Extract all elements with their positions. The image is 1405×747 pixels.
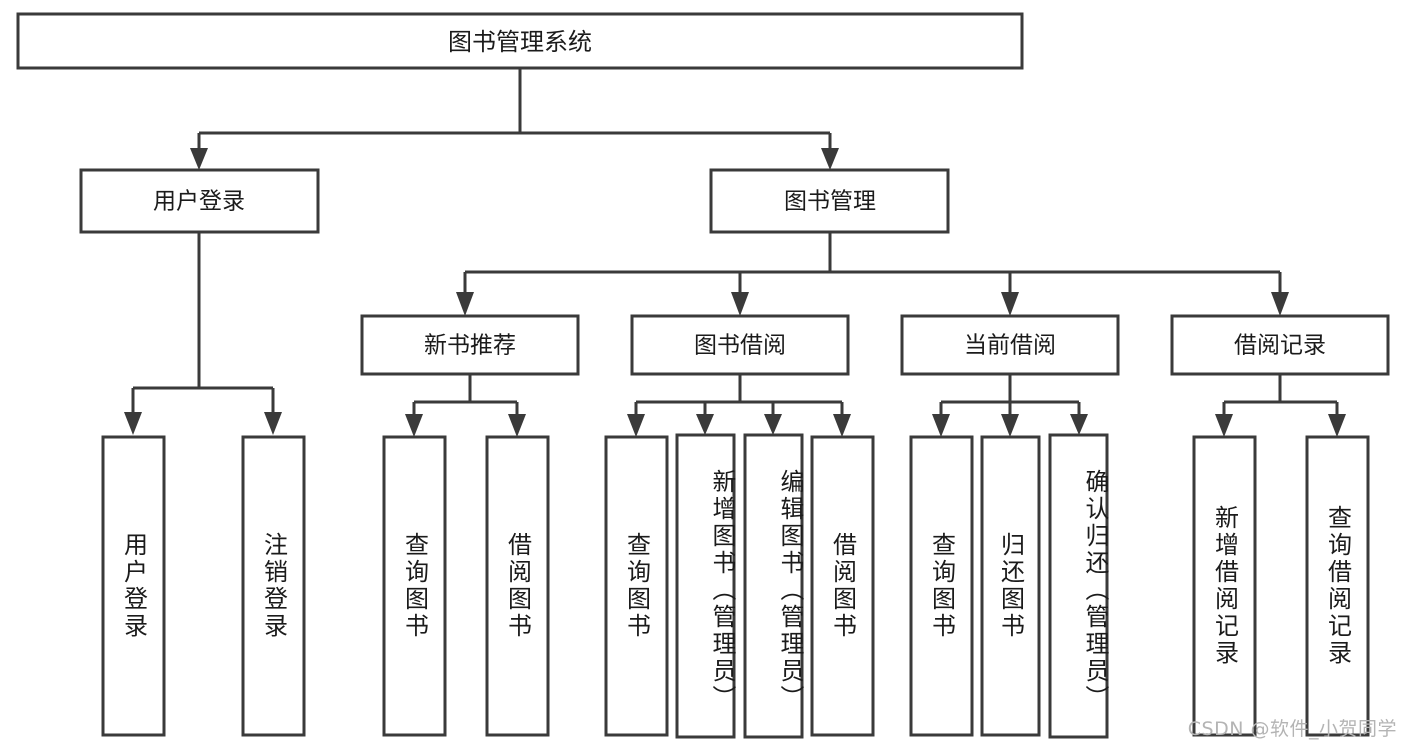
node-user-login-box[interactable]	[79, 168, 320, 234]
arrow-to-user-login	[190, 148, 208, 170]
arrow-to-leaf-borrow-book-1	[508, 414, 526, 437]
leaf-user-login-box[interactable]	[101, 435, 166, 737]
arrow-to-leaf-logout-login	[264, 412, 282, 435]
node-current-borrow-box[interactable]	[900, 314, 1120, 376]
leaf-add-record-box[interactable]	[1192, 435, 1257, 737]
arrow-to-leaf-edit-book	[764, 414, 782, 435]
arrow-to-leaf-add-record	[1215, 414, 1233, 437]
leaf-box-layer	[101, 433, 1370, 739]
node-borrow-record-label: 借阅记录	[1234, 333, 1326, 359]
arrow-to-leaf-query-book-2	[627, 414, 645, 437]
connector-layer	[124, 68, 1346, 437]
node-user-login-label: 用户登录	[153, 189, 245, 215]
arrow-to-borrow-record	[1271, 292, 1289, 316]
node-user-login[interactable]: 用户登录	[79, 168, 320, 234]
node-book-manage-box[interactable]	[709, 168, 950, 234]
node-borrow-record[interactable]: 借阅记录	[1170, 314, 1390, 376]
arrow-to-leaf-query-book-3	[932, 414, 950, 437]
arrow-to-book-borrow	[731, 292, 749, 316]
leaf-confirm-return-box[interactable]	[1048, 433, 1109, 739]
arrow-to-leaf-query-record	[1328, 414, 1346, 437]
node-new-book-rec[interactable]: 新书推荐	[360, 314, 580, 376]
leaf-logout-login-box[interactable]	[241, 435, 306, 737]
node-book-borrow-label: 图书借阅	[694, 333, 786, 359]
leaf-borrow-book-1-box[interactable]	[485, 435, 550, 737]
node-current-borrow-label: 当前借阅	[964, 333, 1056, 359]
leaf-query-record-box[interactable]	[1305, 435, 1370, 737]
arrow-to-leaf-return-book	[1001, 414, 1019, 437]
node-current-borrow[interactable]: 当前借阅	[900, 314, 1120, 376]
arrow-to-leaf-query-book-1	[405, 414, 423, 437]
csdn-watermark: CSDN @软件_小贺同学	[1187, 718, 1397, 740]
node-book-manage-label: 图书管理	[784, 189, 876, 215]
arrow-to-leaf-user-login	[124, 412, 142, 435]
node-book-manage[interactable]: 图书管理	[709, 168, 950, 234]
node-new-book-rec-label: 新书推荐	[424, 333, 516, 359]
leaf-query-book-2-box[interactable]	[604, 435, 669, 737]
leaf-borrow-book-2-box[interactable]	[810, 435, 875, 737]
arrow-to-leaf-borrow-book-2	[833, 414, 851, 437]
leaf-edit-book-box[interactable]	[743, 433, 804, 739]
arrow-to-new-book-rec	[456, 292, 474, 316]
node-book-borrow-box[interactable]	[630, 314, 850, 376]
node-new-book-rec-box[interactable]	[360, 314, 580, 376]
node-root[interactable]: 图书管理系统	[16, 12, 1024, 70]
arrow-to-leaf-add-book	[696, 414, 714, 435]
node-borrow-record-box[interactable]	[1170, 314, 1390, 376]
arrow-to-book-manage	[821, 148, 839, 170]
leaf-query-book-3-box[interactable]	[909, 435, 974, 737]
node-root-label: 图书管理系统	[448, 28, 592, 56]
arrow-to-leaf-confirm-return	[1070, 414, 1088, 435]
leaf-query-book-1-box[interactable]	[382, 435, 447, 737]
arrow-to-current-borrow	[1001, 292, 1019, 316]
leaf-add-book-box[interactable]	[675, 433, 736, 739]
leaf-return-book-box[interactable]	[980, 435, 1041, 737]
node-root-box[interactable]	[16, 12, 1024, 70]
node-book-borrow[interactable]: 图书借阅	[630, 314, 850, 376]
